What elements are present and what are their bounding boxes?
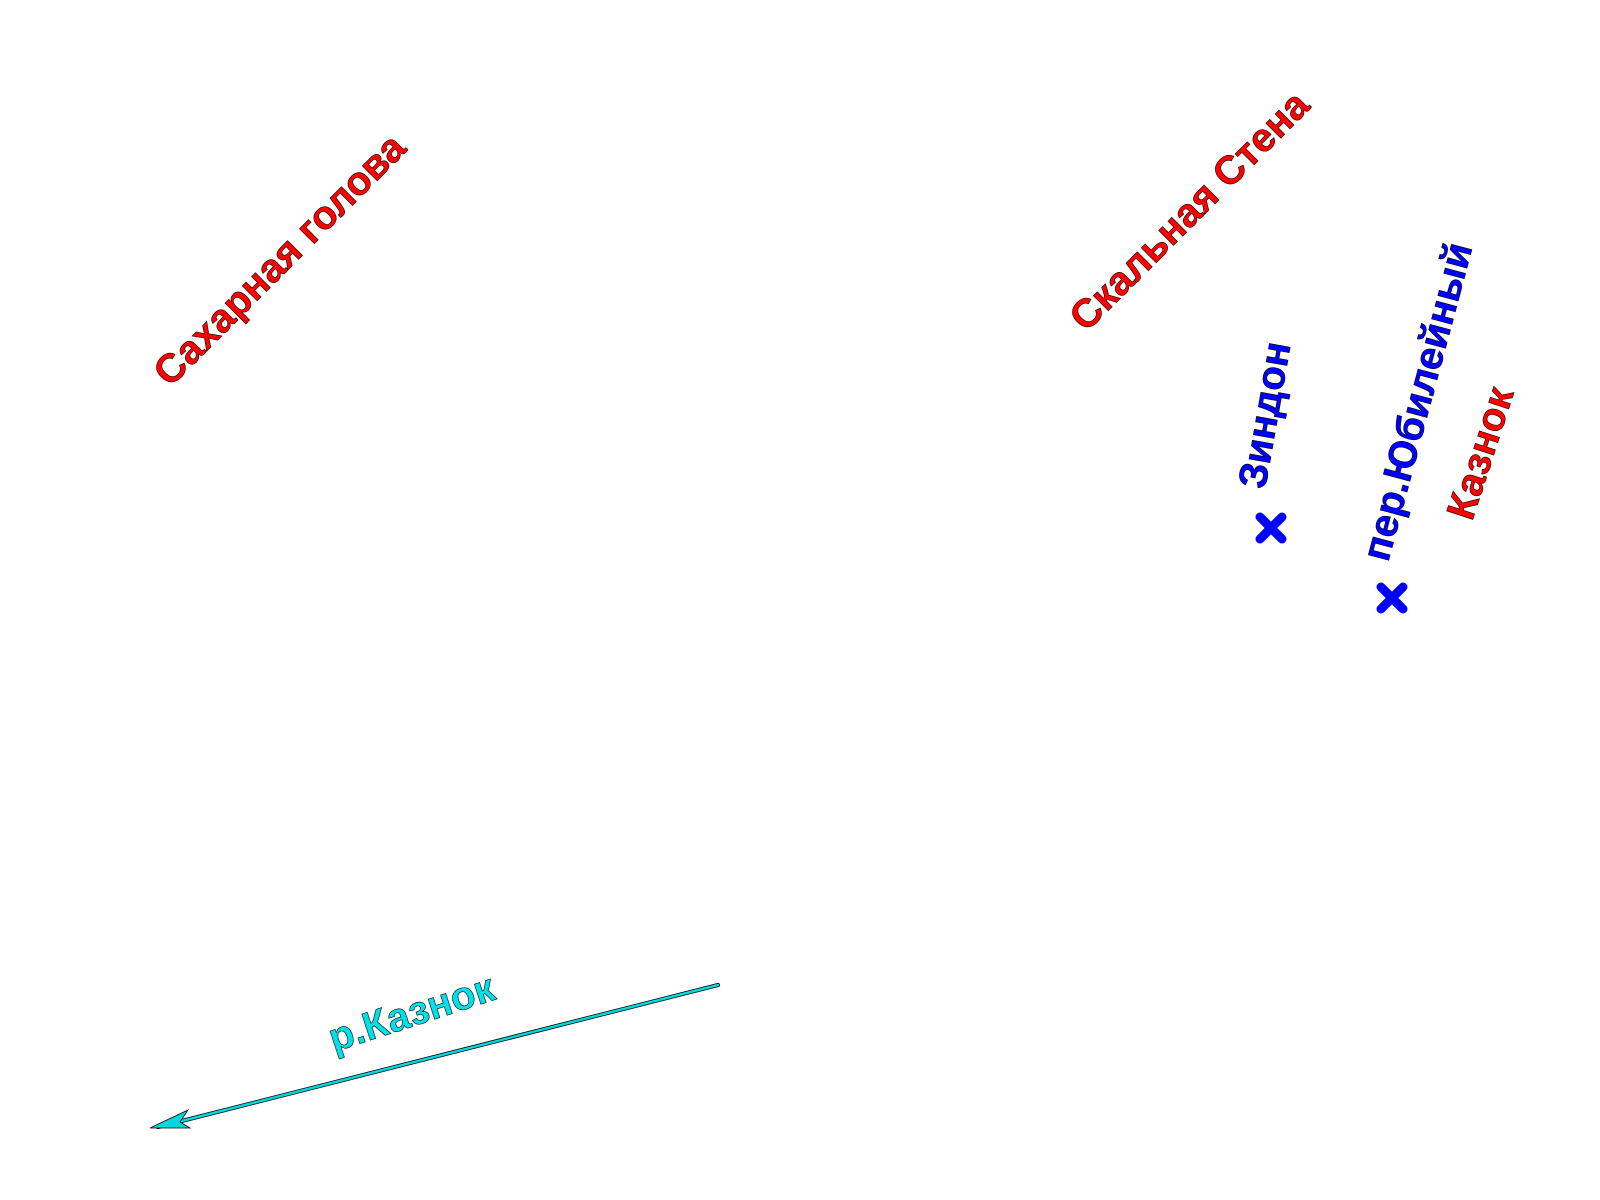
peak-label-sakharnaya-golova: Сахарная голова <box>145 125 415 395</box>
peak-label-skalnaya-stena: Скальная Стена <box>1061 82 1318 339</box>
arrow-icon <box>149 1109 192 1129</box>
x-cross-marker <box>1255 512 1287 544</box>
river-line <box>156 983 720 1129</box>
pass-label-zindon: Зиндон <box>1231 338 1300 491</box>
peak-label-kaznok: Казнок <box>1439 381 1523 525</box>
x-cross-marker <box>1376 582 1408 614</box>
